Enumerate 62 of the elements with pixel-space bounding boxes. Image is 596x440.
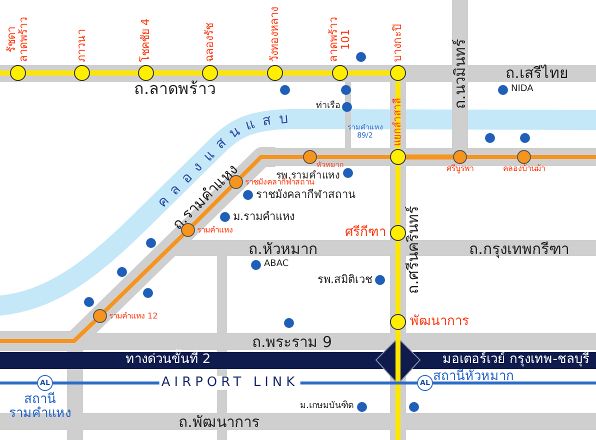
rail-line <box>396 165 400 225</box>
place-label: ABAC <box>264 260 289 270</box>
location-dot <box>520 133 530 143</box>
rail-line <box>317 155 390 159</box>
rail-line <box>283 70 332 76</box>
station-label: แยกลำสาลี <box>392 98 404 146</box>
location-dot <box>284 318 294 328</box>
location-dot <box>84 297 94 307</box>
road-label: ถ.ศรีนครินทร์ <box>404 206 422 294</box>
location-dot <box>357 402 367 412</box>
road-label: ถ.พัฒนาการ <box>178 414 260 430</box>
rail-line <box>218 70 267 76</box>
station-label: ภาวนา <box>76 29 88 62</box>
station-label: คลองบ้านม้า <box>503 165 545 174</box>
place-label: NIDA <box>511 85 534 95</box>
rail-line <box>467 155 517 159</box>
rail-line <box>104 233 184 313</box>
road-label: ถ.นวมินทร์ <box>452 39 468 109</box>
station-label: ฉลองรัช <box>204 23 216 62</box>
rail-line <box>396 241 400 314</box>
road-label: ถ.กรุงเทพกรีฑา <box>469 240 569 258</box>
road-label: ถ.เสรีไทย <box>506 64 568 82</box>
station-label: ศรีกีฑา <box>345 226 386 240</box>
station-label: ลาดพร้าว 101 <box>328 17 352 62</box>
station-label: สถานีหัวหมาก <box>433 370 514 384</box>
rail-line <box>396 81 400 149</box>
expressway-label: มอเตอร์เวย์ กรุงเทพ-ชลบุรี <box>442 352 590 368</box>
location-dot <box>342 102 352 112</box>
station-label: ศรีบูรพา <box>446 165 474 174</box>
station-label: รามคำแหง <box>197 226 233 236</box>
rail-line <box>90 70 138 76</box>
place-label: ท่าเรือ <box>316 102 340 112</box>
road-label: ถ.พระราม 9 <box>252 334 332 350</box>
station-label: สถานี รามคำแหง <box>9 393 71 422</box>
station-label: พัฒนาการ <box>410 314 469 330</box>
rail-line <box>154 70 202 76</box>
station-label: รัชดา ลาดพร้าว <box>6 17 30 62</box>
station-label: บางกะปิ <box>392 24 404 62</box>
location-dot <box>251 260 261 270</box>
location-dot <box>485 133 495 143</box>
place-label: รพ.สมิติเวช <box>318 274 372 286</box>
rail-line-label: AIRPORT LINK <box>159 376 301 390</box>
place-label: ม.เกษมบันฑิต <box>300 402 354 412</box>
station-label: วังทองหลาง <box>268 7 282 62</box>
location-dot <box>143 288 153 298</box>
location-dot <box>356 52 366 62</box>
location-dot <box>220 212 230 222</box>
location-dot <box>341 85 351 95</box>
road-label: ถ.หัวหมาก <box>248 240 318 258</box>
location-dot <box>146 238 156 248</box>
station-label: รามคำแหง 12 <box>109 312 158 322</box>
rail-line <box>26 70 74 76</box>
rail-line <box>406 154 453 160</box>
station-label: โชคชัย 4 <box>140 18 152 62</box>
location-dot <box>280 85 290 95</box>
rail-line <box>348 70 390 76</box>
location-dot <box>409 402 419 412</box>
location-dot <box>343 168 353 178</box>
road-label: ถ.ลาดพร้าว <box>134 80 216 98</box>
location-dot <box>117 267 127 277</box>
location-dot <box>375 275 385 285</box>
location-dot <box>498 85 508 95</box>
